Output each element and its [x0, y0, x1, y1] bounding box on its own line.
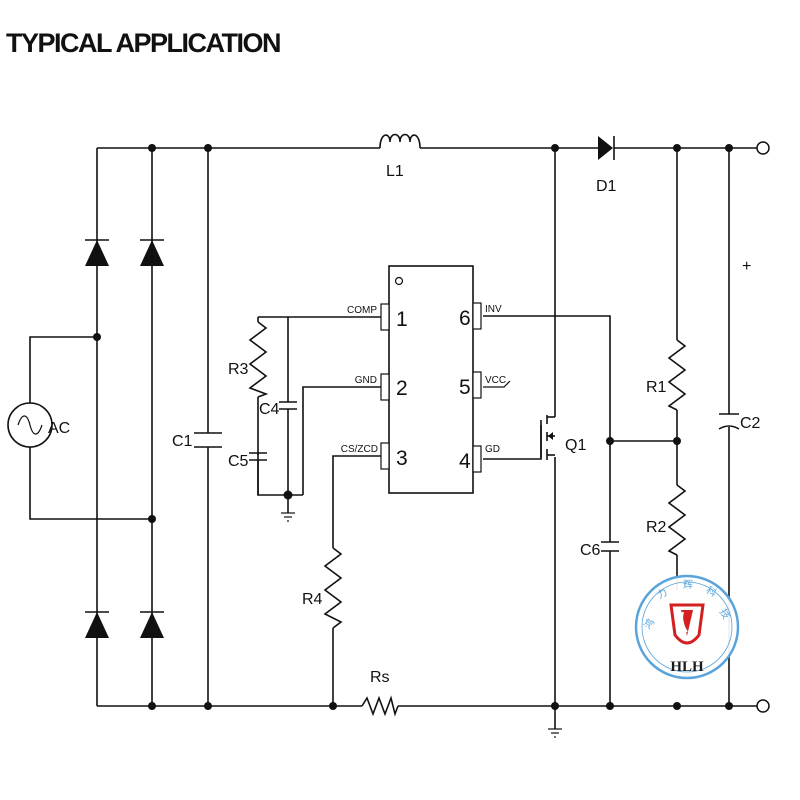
- pin-3-number: 3: [396, 447, 408, 470]
- c5-label: C5: [228, 453, 249, 470]
- ground-symbol-ic: [281, 512, 295, 522]
- junction-dots: [93, 144, 733, 710]
- ground-symbol-bottom: [548, 706, 562, 738]
- l1-label: L1: [386, 163, 404, 180]
- inductor-l1: [379, 133, 421, 149]
- diode-d1: [598, 136, 615, 160]
- pin-2-name: GND: [355, 375, 377, 386]
- resistor-r4: [323, 547, 343, 629]
- capacitor-c2: [718, 413, 740, 430]
- resistor-r1: [667, 339, 687, 411]
- pin-6-name: INV: [485, 304, 502, 315]
- r2-label: R2: [646, 519, 667, 536]
- resistor-rs: [361, 695, 399, 717]
- ac-source: [7, 402, 53, 448]
- hlh-watermark-seal: 鸿 力 辉 科 技: [634, 574, 740, 680]
- pin-2-number: 2: [396, 377, 408, 400]
- c2-label: C2: [740, 415, 761, 432]
- vcc-lead: [483, 380, 511, 388]
- pin-5-number: 5: [459, 376, 471, 399]
- c4-label: C4: [259, 401, 280, 418]
- d1-label: D1: [596, 178, 617, 195]
- rs-label: Rs: [370, 669, 390, 686]
- capacitor-c1: [194, 432, 222, 448]
- bridge-diode-top-left: [85, 218, 109, 268]
- mosfet-q1: [540, 415, 555, 460]
- pin-3-name: CS/ZCD: [341, 444, 378, 455]
- bridge-diode-bottom-right: [140, 590, 164, 640]
- svg-text:辉: 辉: [683, 579, 693, 591]
- resistor-r2: [667, 484, 687, 556]
- capacitor-c5: [249, 452, 267, 495]
- pin-5-name: VCC: [485, 375, 506, 386]
- pin-1-name: COMP: [347, 305, 377, 316]
- c6-label: C6: [580, 542, 601, 559]
- bridge-diode-bottom-left: [85, 590, 109, 640]
- output-terminals: [756, 141, 770, 713]
- pin-4-name: GD: [485, 444, 500, 455]
- controller-ic: [380, 265, 482, 494]
- pin-1-number: 1: [396, 308, 408, 331]
- page-title: TYPICAL APPLICATION: [6, 28, 282, 58]
- r4-label: R4: [302, 591, 323, 608]
- capacitor-c6: [601, 541, 619, 552]
- bridge-diode-top-right: [140, 218, 164, 268]
- capacitor-c4: [279, 401, 297, 410]
- r1-label: R1: [646, 379, 667, 396]
- output-plus-sign: +: [742, 258, 751, 275]
- watermark-text: HLH: [670, 659, 704, 675]
- ac-label: AC: [48, 420, 70, 437]
- pin-4-number: 4: [459, 450, 471, 473]
- resistor-r3: [248, 321, 269, 398]
- pin-6-number: 6: [459, 307, 471, 330]
- q1-label: Q1: [565, 437, 586, 454]
- c1-label: C1: [172, 433, 193, 450]
- r3-label: R3: [228, 361, 249, 378]
